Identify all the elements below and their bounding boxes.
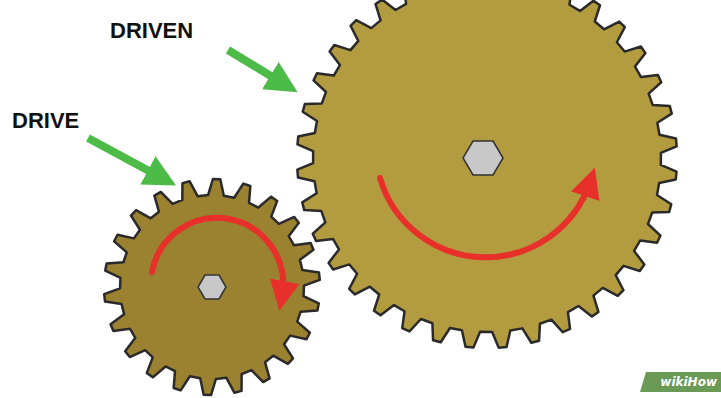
watermark: wikiHow	[660, 376, 717, 388]
rotation-arrow	[380, 178, 590, 257]
gear-group	[94, 0, 684, 398]
part-label: DRIVE	[12, 110, 79, 132]
pointer-arrow	[228, 50, 284, 84]
rotation-arrow	[152, 218, 283, 296]
hex-hole	[198, 275, 226, 299]
gear-wheel	[290, 0, 685, 355]
gear-wheel	[94, 169, 330, 398]
hex-hole	[463, 141, 503, 175]
pointer-arrow	[88, 138, 162, 178]
part-label: DRIVEN	[110, 20, 193, 42]
watermark-badge	[640, 372, 721, 392]
